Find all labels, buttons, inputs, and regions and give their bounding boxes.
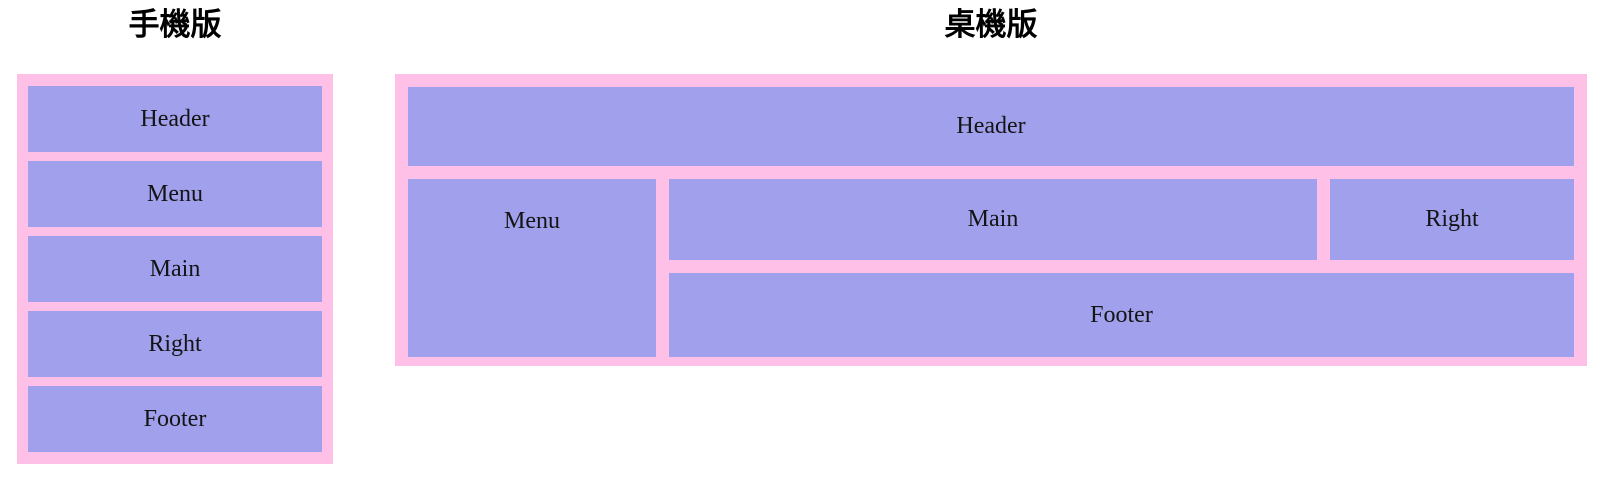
mobile-footer-box: Footer (28, 386, 322, 452)
mobile-version-title: 手機版 (128, 7, 222, 42)
desktop-header-box: Header (408, 87, 1574, 166)
mobile-main-box: Main (28, 236, 322, 302)
mobile-layout-container: Header Menu Main Right Footer (17, 74, 333, 464)
desktop-footer-box: Footer (669, 273, 1574, 357)
desktop-version-section: 桌機版 Header Menu Main Right Footer (395, 0, 1587, 366)
desktop-right-box: Right (1330, 179, 1574, 260)
mobile-version-section: 手機版 Header Menu Main Right Footer (17, 0, 333, 464)
desktop-menu-box: Menu (408, 179, 656, 357)
mobile-right-box: Right (28, 311, 322, 377)
desktop-main-box: Main (669, 179, 1317, 260)
mobile-menu-box: Menu (28, 161, 322, 227)
desktop-layout-container: Header Menu Main Right Footer (395, 74, 1587, 366)
mobile-header-box: Header (28, 86, 322, 152)
desktop-version-title: 桌機版 (944, 7, 1038, 42)
